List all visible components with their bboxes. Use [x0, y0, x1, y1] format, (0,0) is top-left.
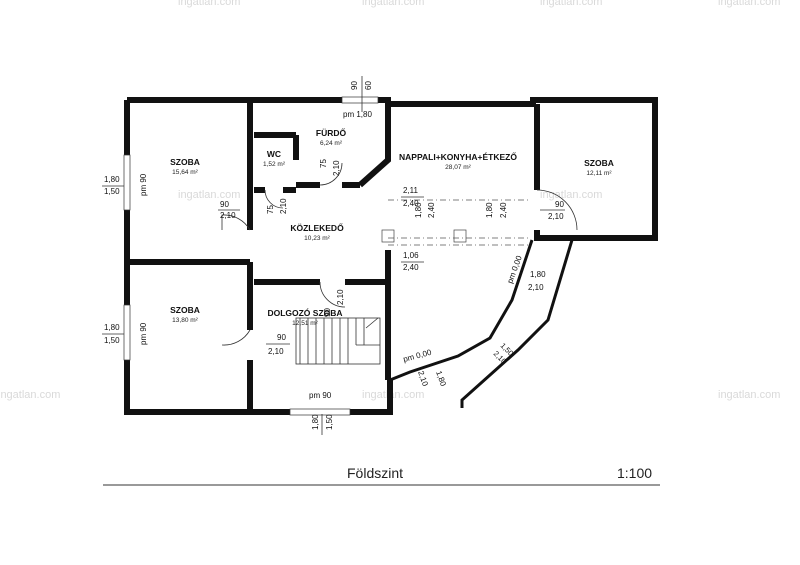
room-name-szoba-3: SZOBA — [584, 158, 614, 168]
dim-dolg-door-90: 90 — [323, 308, 332, 317]
dim-hall-240c: 2,40 — [499, 202, 508, 218]
dim-hall-180b: 1,80 — [485, 202, 494, 218]
dim-hall-106: 1,06 — [403, 251, 419, 260]
floor-title: Földszint — [347, 465, 403, 481]
dim-left1-150: 1,50 — [104, 187, 120, 196]
dim-szoba1-door-90: 90 — [220, 200, 229, 209]
dim-left2-180: 1,80 — [104, 323, 120, 332]
room-area-furdo: 6,24 m² — [320, 140, 343, 147]
dim-bay3-180: 1,80 — [434, 370, 448, 388]
interior-walls — [127, 100, 572, 412]
dim-bay1-210: 2,10 — [528, 283, 544, 292]
room-name-furdo: FÜRDŐ — [316, 127, 347, 138]
dim-left1-pm: pm 90 — [139, 173, 148, 196]
watermark-top-2: ingatlan.com — [362, 0, 424, 8]
room-name-szoba-1: SZOBA — [170, 157, 200, 167]
room-name-wc: WC — [267, 149, 281, 159]
room-name-nappali: NAPPALI+KONYHA+ÉTKEZŐ — [399, 151, 517, 162]
dim-bay1-180: 1,80 — [530, 270, 546, 279]
hall-beams — [381, 199, 530, 246]
room-area-szoba-3: 12,11 m² — [586, 170, 612, 177]
room-name-szoba-2: SZOBA — [170, 305, 200, 315]
dim-szoba1-door-210: 2,10 — [220, 211, 236, 220]
dim-szoba2-door-210: 2,10 — [268, 347, 284, 356]
dim-szoba3-door-210: 2,10 — [548, 212, 564, 221]
watermark-top-1: ingatlan.com — [178, 0, 240, 8]
watermark-szoba: ingatlan.com — [178, 189, 240, 201]
dim-bay3-210: 2,10 — [416, 370, 430, 388]
watermarks: ingatlan.com ingatlan.com ingatlan.com i… — [0, 0, 780, 401]
dim-szoba3-door-90: 90 — [555, 200, 564, 209]
room-area-nappali: 28,07 m² — [445, 164, 471, 171]
dim-bottom-180: 1,80 — [311, 414, 320, 430]
dim-furdo-door-75: 75 — [319, 159, 328, 168]
watermark-right: ingatlan.com — [718, 389, 780, 401]
dim-wc-door-75: 75 — [266, 205, 275, 214]
dim-bottom-150: 1,50 — [325, 414, 334, 430]
dim-hall-180a: 1,80 — [414, 202, 423, 218]
dim-dolg-door-210: 2,10 — [336, 289, 345, 305]
dim-top-60: 60 — [364, 81, 373, 90]
staircase — [295, 317, 381, 365]
watermark-center: ingatlan.com — [362, 389, 424, 401]
dim-left1-180: 1,80 — [104, 175, 120, 184]
scale-label: 1:100 — [617, 465, 652, 481]
dim-top-90: 90 — [350, 81, 359, 90]
watermark-top-4: ingatlan.com — [718, 0, 780, 8]
room-area-szoba-2: 13,80 m² — [172, 317, 198, 324]
dim-hall-240a: 2,40 — [403, 199, 419, 208]
doors — [221, 162, 578, 346]
room-name-kozlekedo: KÖZLEKEDŐ — [290, 222, 344, 233]
dim-left2-150: 1,50 — [104, 336, 120, 345]
room-area-dolgozo: 12,51 m² — [292, 320, 318, 327]
room-area-wc: 1,52 m² — [263, 161, 286, 168]
dim-bottom-pm: pm 90 — [309, 391, 332, 400]
dim-wc-door-210: 2,10 — [279, 198, 288, 214]
dim-top-pm: pm 1,80 — [343, 110, 372, 119]
dim-hall-211: 2,11 — [403, 186, 419, 195]
room-labels: SZOBA 15,64 m² SZOBA 13,80 m² WC 1,52 m²… — [170, 127, 614, 327]
dim-furdo-door-210: 2,10 — [332, 160, 341, 176]
caption: Földszint 1:100 — [103, 465, 660, 486]
dim-szoba2-door-90: 90 — [277, 333, 286, 342]
room-area-szoba-1: 15,64 m² — [172, 169, 198, 176]
watermark-top-3: ingatlan.com — [540, 0, 602, 8]
watermark-szoba3: ingatlan.com — [540, 189, 602, 201]
dim-left2-pm: pm 90 — [139, 322, 148, 345]
openings — [123, 96, 379, 416]
dim-hall-240d: 2,40 — [403, 263, 419, 272]
room-area-kozlekedo: 10,23 m² — [304, 235, 330, 242]
room-name-dolgozo: DOLGOZÓ SZOBA — [267, 307, 342, 318]
watermark-left: ingatlan.com — [0, 389, 60, 401]
dim-bay3-pm: pm 0,00 — [402, 348, 433, 364]
dim-hall-240b: 2,40 — [427, 202, 436, 218]
